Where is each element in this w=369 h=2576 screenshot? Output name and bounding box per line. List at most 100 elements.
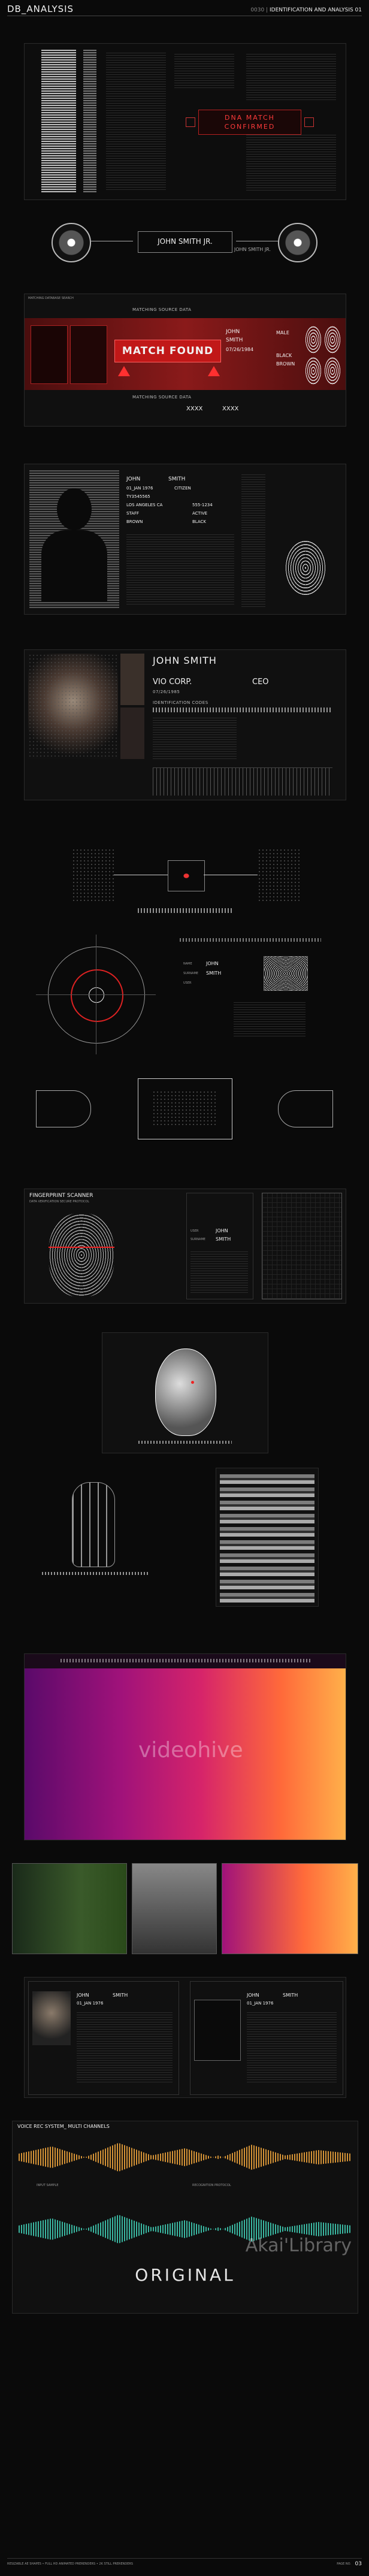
header-right: 0030 | IDENTIFICATION AND ANALYSIS 01 xyxy=(250,7,362,13)
warning-icon-left xyxy=(186,117,195,127)
right-first-name: JOHN xyxy=(247,1993,259,1998)
code: TY3545565 xyxy=(126,494,150,499)
target-scope xyxy=(36,935,156,1054)
footer-text: RESIZABLE AE SHAPES • FULL HD ANIMATED P… xyxy=(7,2562,134,2566)
person-cards-panel: JOHN SMITH 01_JAN 1976 JOHN SMITH 01_JAN… xyxy=(24,1977,346,2098)
left-last-name: SMITH xyxy=(113,1993,128,1998)
footer-page-prefix: PAGE NO. xyxy=(337,2562,351,2566)
thermal-image xyxy=(25,1668,346,1840)
alert-icon-right xyxy=(208,366,220,376)
name: JOHN SMITH xyxy=(153,655,217,666)
dob: 07/26/1984 xyxy=(226,347,254,352)
source-data-label-bottom: MATCHING SOURCE DATA xyxy=(132,395,192,400)
alert-icon-left xyxy=(118,366,130,376)
user-value: JOHN xyxy=(216,1228,228,1233)
user-label: USER xyxy=(190,1229,199,1233)
right-text xyxy=(247,2010,337,2082)
face-scan-panel: JOHN SMITH VIO CORP. CEO 07/26/1985 IDEN… xyxy=(24,649,346,800)
right-last-name: SMITH xyxy=(283,1993,298,1998)
code-column-3 xyxy=(246,52,336,100)
target-outer-ring xyxy=(48,947,145,1044)
glitch-image xyxy=(220,1472,314,1603)
code-column-4 xyxy=(246,134,336,191)
match-found-banner: MATCH FOUND xyxy=(114,340,221,362)
right-card: JOHN SMITH 01_JAN 1976 xyxy=(190,1981,343,2095)
glitch-panel xyxy=(216,1468,319,1607)
hand-scan-panel xyxy=(36,1476,156,1584)
surname-value: SMITH xyxy=(216,1236,231,1242)
id-code-2: XXXX xyxy=(222,406,239,412)
face-thumb-1 xyxy=(120,654,144,705)
right-dob: 01_JAN 1976 xyxy=(247,2001,274,2006)
db-search-label: MATCHING DATABASE SEARCH xyxy=(28,297,74,300)
identification-label: IDENTIFICATION CODES xyxy=(153,700,208,705)
gray-camera-frame xyxy=(132,1863,217,1954)
head-marker xyxy=(191,1381,194,1384)
dna-match-panel: DNA MATCH CONFIRMED xyxy=(24,43,346,200)
fingerprint-icon xyxy=(286,541,325,595)
citizen: CITIZEN xyxy=(174,486,191,491)
right-eye-icon xyxy=(278,223,317,262)
subject-name: JOHN SMITH JR. xyxy=(158,237,213,246)
fingerprint-red-scan xyxy=(49,1247,114,1248)
center-dots xyxy=(152,1090,217,1126)
role: CEO xyxy=(252,678,269,687)
scanner-title: FINGERPRINT SCANNER xyxy=(29,1193,93,1199)
green-camera-frame xyxy=(12,1863,127,1954)
date: 07/26/1985 xyxy=(153,690,180,694)
first-name: JOHN xyxy=(126,476,141,482)
thermal-panel: videohive xyxy=(24,1653,346,1840)
left-connector xyxy=(36,1090,91,1127)
info-text xyxy=(153,717,237,759)
fingerprint-icon xyxy=(305,356,322,385)
code-column-1 xyxy=(106,52,166,190)
page-footer: RESIZABLE AE SHAPES • FULL HD ANIMATED P… xyxy=(7,2558,362,2571)
fingerprint-scanner-panel: FINGERPRINT SCANNER DATA VERIFICATION SE… xyxy=(24,1189,346,1304)
voice-rec-panel: VOICE REC SYSTEM_ MULTI CHANNELS INPUT S… xyxy=(12,2121,358,2314)
eye: BROWN xyxy=(126,519,143,524)
hand-bars xyxy=(42,1572,150,1575)
subject-name-right: JOHN SMITH JR. xyxy=(234,247,271,252)
fingerprint-large xyxy=(49,1213,114,1297)
eye-scan-panel: JOHN SMITH JR. JOHN SMITH JR. xyxy=(48,220,321,266)
fingerprints-grid xyxy=(305,325,341,385)
signal-chart xyxy=(153,767,332,796)
sex: MALE xyxy=(276,330,289,335)
code-column-2 xyxy=(174,52,234,88)
input-label: INPUT SAMPLE xyxy=(37,2184,59,2187)
original-label: ORIGINAL xyxy=(135,2265,235,2285)
match-found-panel: MATCHING DATABASE SEARCH MATCHING SOURCE… xyxy=(24,294,346,427)
name-label: NAME xyxy=(183,962,192,966)
last-name: SMITH xyxy=(168,476,186,482)
hair-color: BROWN xyxy=(276,361,295,367)
details-text xyxy=(234,1000,306,1036)
left-photo xyxy=(32,1991,71,2045)
surname-label: SURNAME xyxy=(183,972,198,975)
hair: BLACK xyxy=(192,519,207,524)
brand-logo: Akai'Library xyxy=(245,2235,352,2256)
code-list xyxy=(241,473,265,607)
match-found-text: MATCH FOUND xyxy=(122,345,214,357)
surname-label: SURNAME xyxy=(190,1238,205,1241)
id-codes-bars xyxy=(153,708,332,712)
dna-barcode-strip xyxy=(41,50,76,192)
portrait-2 xyxy=(70,325,107,384)
id-code: XXXX xyxy=(186,406,203,412)
portrait-1 xyxy=(31,325,68,384)
surname-value: SMITH xyxy=(206,970,222,976)
user-label: USER xyxy=(183,981,192,985)
fingerprint-icon xyxy=(324,356,341,385)
thermal-header-bar xyxy=(61,1659,312,1662)
head-scan-panel xyxy=(102,1332,268,1453)
left-card: JOHN SMITH 01_JAN 1976 xyxy=(28,1981,179,2095)
fingerprint-icon xyxy=(305,325,322,354)
face-mesh xyxy=(28,654,118,759)
scan-bracket-graphic xyxy=(36,1072,333,1144)
name-value: JOHN xyxy=(206,961,219,966)
target-core xyxy=(89,987,104,1003)
page-header: DB_ANALYSIS 0030 | IDENTIFICATION AND AN… xyxy=(7,4,362,18)
rec-label: RECOGNITION PROTOCOL xyxy=(192,2184,231,2187)
mugshot-panel: JOHN SMITH 01_JAN 1976 CITIZEN TY3545565… xyxy=(24,464,346,615)
dna-barcode-strip-2 xyxy=(83,50,96,192)
left-text xyxy=(77,2010,173,2082)
